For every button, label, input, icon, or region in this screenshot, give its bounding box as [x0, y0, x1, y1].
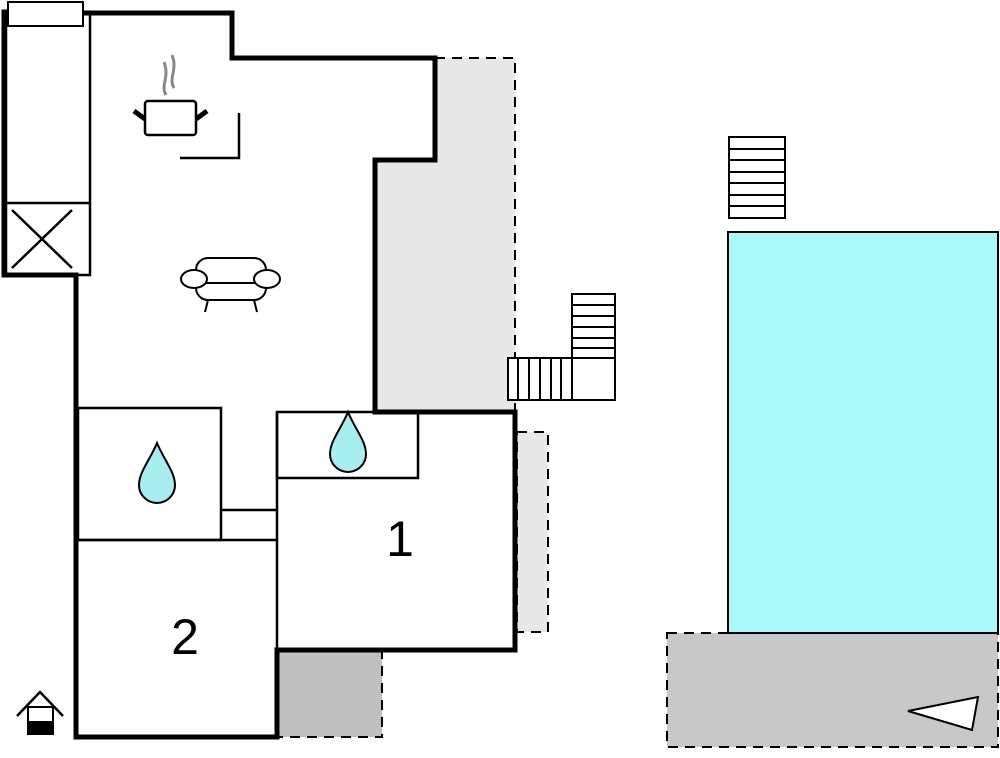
room-label-1: 1 — [386, 511, 414, 567]
compass-arrow-icon — [907, 695, 980, 732]
water-drop-icon — [137, 440, 177, 504]
terrace-side-strip — [516, 431, 549, 633]
exterior-walls — [1, 9, 518, 740]
interior-walls — [4, 10, 420, 650]
terrace-upper — [375, 58, 515, 412]
terrace-upper-dashed-edge — [435, 57, 516, 412]
stairs-icon — [728, 136, 786, 219]
window-frame — [7, 1, 84, 27]
water-drop-icon — [328, 409, 368, 473]
pool-deck — [666, 632, 999, 748]
swimming-pool — [727, 231, 999, 634]
stairs-icon — [507, 293, 616, 401]
kitchen-pot-icon — [132, 54, 209, 137]
house-entrance-icon — [16, 690, 64, 735]
kitchen-counter — [180, 113, 241, 160]
terrace-lower — [277, 650, 383, 738]
room-label-2: 2 — [171, 609, 199, 665]
sofa-icon — [180, 257, 281, 313]
